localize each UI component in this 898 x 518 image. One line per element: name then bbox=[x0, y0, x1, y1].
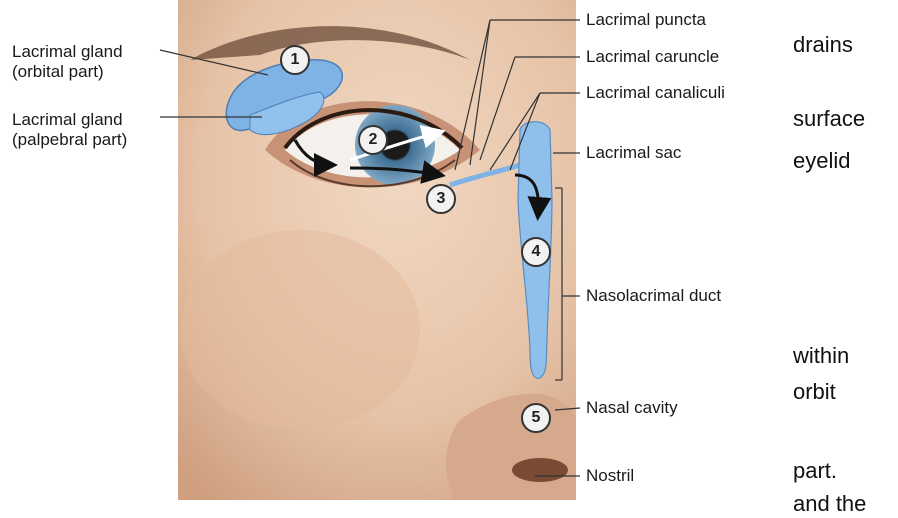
side-text-eyelid: eyelid bbox=[793, 148, 850, 174]
label-lacrimal-gland-orbital: Lacrimal gland (orbital part) bbox=[12, 42, 123, 82]
side-text-within: within bbox=[793, 343, 849, 369]
nostril-shape bbox=[512, 458, 568, 482]
step-marker-3: 3 bbox=[426, 184, 456, 214]
label-lacrimal-sac: Lacrimal sac bbox=[586, 143, 681, 163]
label-lacrimal-gland-palpebral: Lacrimal gland (palpebral part) bbox=[12, 110, 127, 150]
label-nasal-cavity: Nasal cavity bbox=[586, 398, 678, 418]
side-text-and-the: and the bbox=[793, 491, 866, 517]
label-lacrimal-puncta: Lacrimal puncta bbox=[586, 10, 706, 30]
side-text-part: part. bbox=[793, 458, 837, 484]
label-lacrimal-caruncle: Lacrimal caruncle bbox=[586, 47, 719, 67]
step-marker-1: 1 bbox=[280, 45, 310, 75]
side-text-orbit: orbit bbox=[793, 379, 836, 405]
step-marker-2: 2 bbox=[358, 125, 388, 155]
cheek-shading bbox=[180, 230, 420, 430]
label-nasolacrimal-duct: Nasolacrimal duct bbox=[586, 286, 721, 306]
side-text-surface: surface bbox=[793, 106, 865, 132]
step-marker-4: 4 bbox=[521, 237, 551, 267]
label-lacrimal-canaliculi: Lacrimal canaliculi bbox=[586, 83, 725, 103]
step-marker-5: 5 bbox=[521, 403, 551, 433]
side-text-drains: drains bbox=[793, 32, 853, 58]
label-nostril: Nostril bbox=[586, 466, 634, 486]
